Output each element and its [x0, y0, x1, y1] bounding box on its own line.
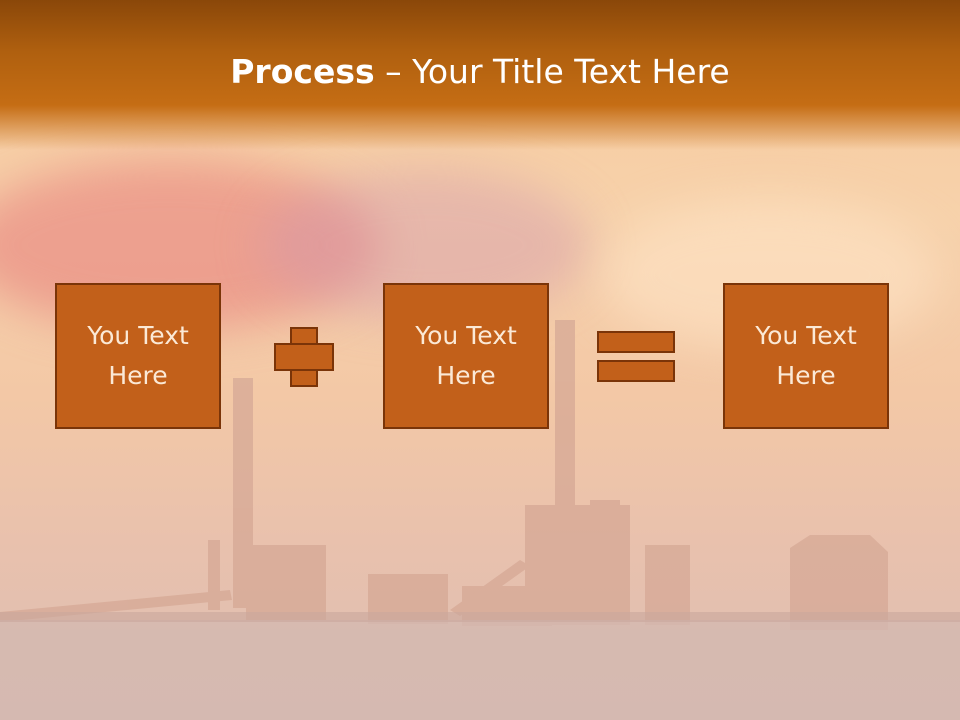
- title-rest: – Your Title Text Here: [374, 52, 730, 91]
- text-box-1-line1: You Text: [87, 321, 189, 350]
- factory-skyline-image: [0, 320, 960, 720]
- text-box-1-label: You Text Here: [78, 316, 198, 396]
- text-box-2-line2: Here: [436, 361, 496, 390]
- title-bold: Process: [230, 52, 375, 91]
- text-box-1-line2: Here: [108, 361, 168, 390]
- text-box-3-line1: You Text: [755, 321, 857, 350]
- text-box-3[interactable]: You Text Here: [723, 283, 889, 429]
- text-box-2-line1: You Text: [415, 321, 517, 350]
- slide-title[interactable]: Process – Your Title Text Here: [0, 52, 960, 91]
- title-bar: [0, 0, 960, 150]
- text-box-1[interactable]: You Text Here: [55, 283, 221, 429]
- text-box-3-label: You Text Here: [746, 316, 866, 396]
- text-box-3-line2: Here: [776, 361, 836, 390]
- text-box-2-label: You Text Here: [406, 316, 526, 396]
- text-box-2[interactable]: You Text Here: [383, 283, 549, 429]
